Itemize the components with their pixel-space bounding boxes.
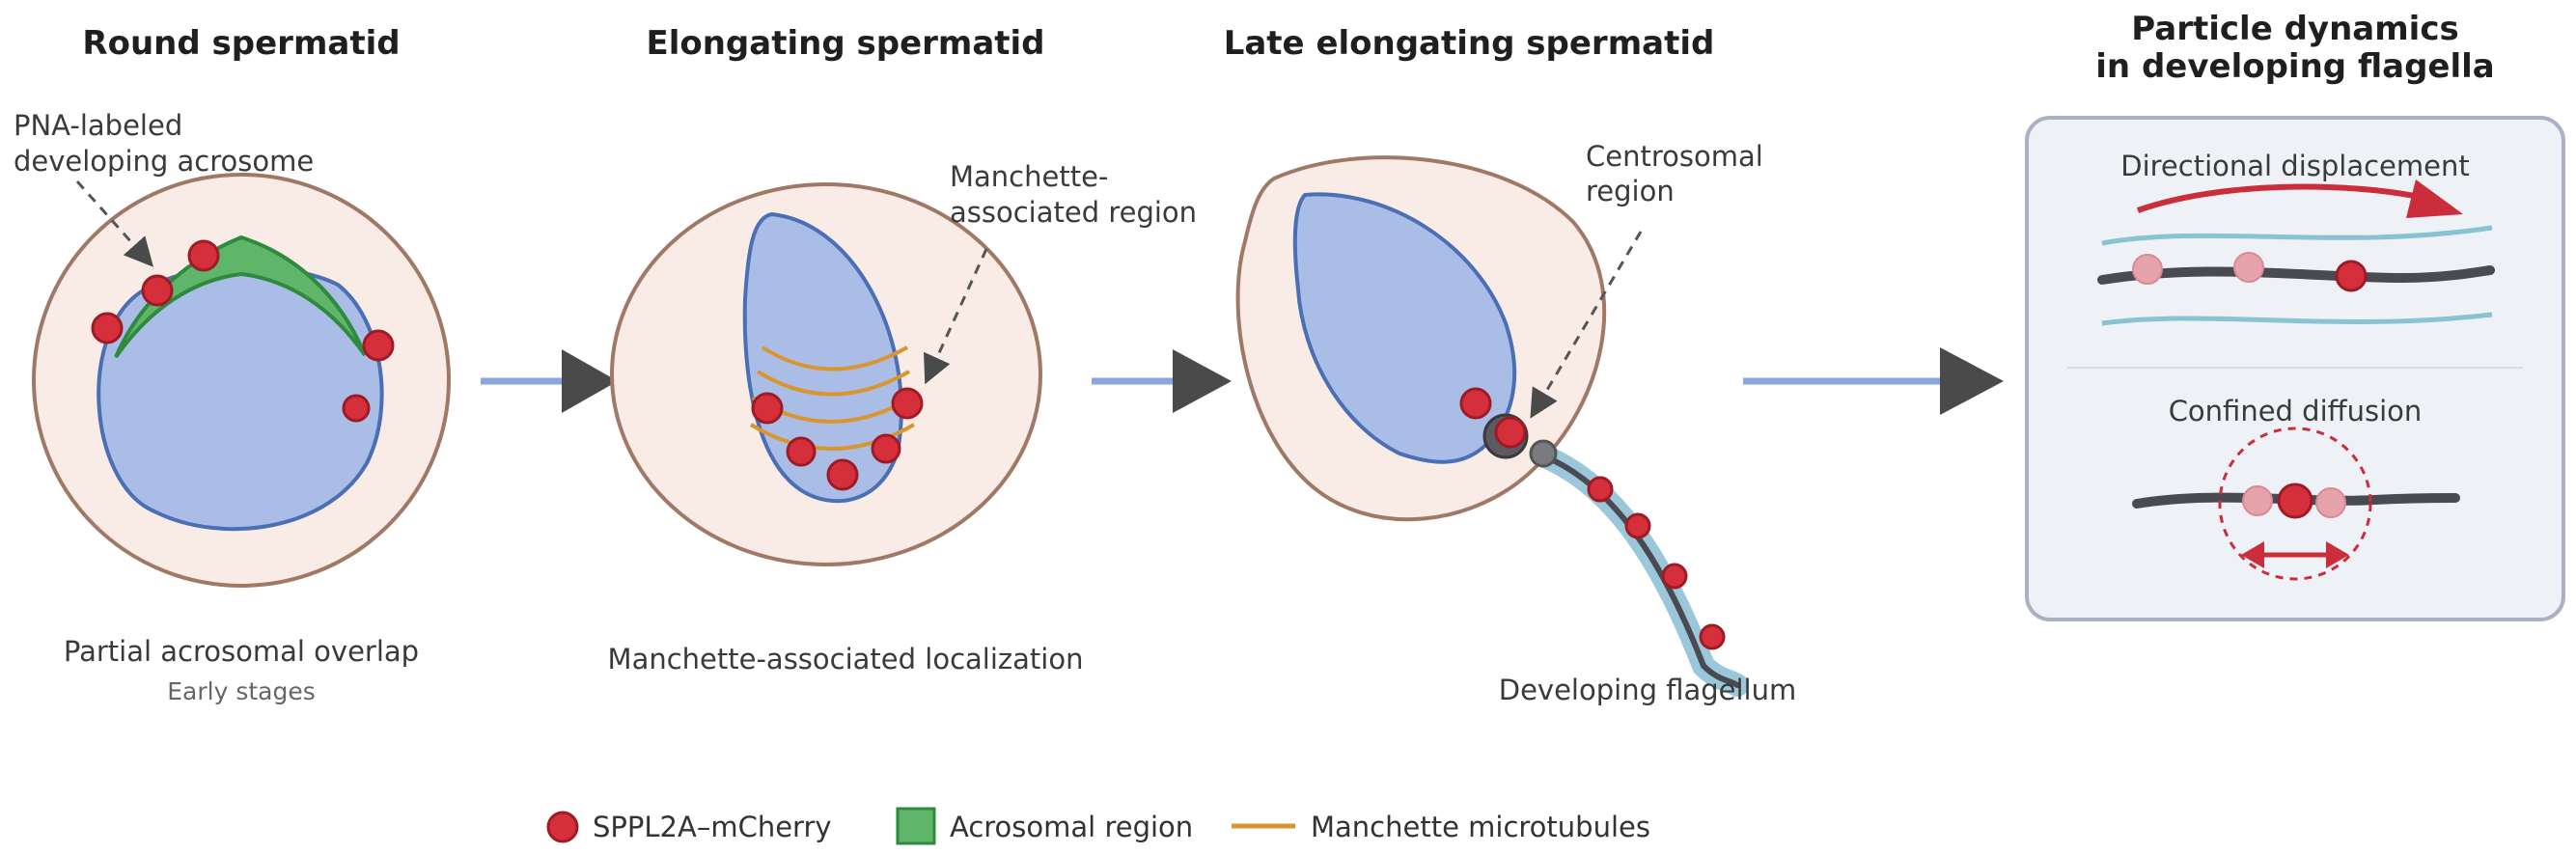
particle — [1587, 476, 1614, 503]
late-nucleus — [1292, 192, 1517, 464]
confined-diffusion-label: Confined diffusion — [2169, 395, 2423, 427]
particle — [141, 274, 174, 307]
legend-acrosome-label: Acrosomal region — [950, 811, 1193, 843]
particle — [362, 329, 395, 362]
particle-trace — [2242, 485, 2273, 516]
acrosome-callout-line1: PNA-labeled — [14, 109, 182, 142]
centrosomal-callout-line1: Centrosomal — [1586, 140, 1763, 173]
manchette-microtubule — [756, 370, 910, 397]
directional-arrow — [2137, 183, 2425, 213]
round-subcaption: Early stages — [167, 677, 316, 705]
bidirectional-arrow — [2241, 541, 2349, 568]
filament — [2101, 312, 2493, 326]
elongating-caption: Manchette-associated localization — [608, 643, 1084, 675]
legend-particle-label: SPPL2A–mCherry — [593, 811, 832, 843]
particle — [91, 312, 124, 344]
transition-arrow — [1743, 347, 2004, 415]
elongating-nucleus — [742, 211, 903, 504]
particle — [1459, 387, 1492, 420]
panel-round-spermatid: Round spermatid PNA-labeled developing a… — [14, 24, 451, 705]
legend-particle-icon — [546, 811, 579, 843]
acrosome-callout-line2: developing acrosome — [14, 145, 314, 178]
particle — [871, 433, 901, 464]
particle — [2335, 260, 2368, 292]
confinement-zone — [2218, 427, 2372, 581]
legend: SPPL2A–mCherry Acrosomal region Manchett… — [546, 807, 1650, 845]
particle — [342, 394, 371, 423]
flagellum-caption: Developing flagellum — [1499, 674, 1796, 706]
panel-particle-dynamics: Particle dynamics in developing flagella… — [2025, 10, 2565, 621]
acrosome-callout-arrow — [75, 180, 153, 267]
manchette-callout-line1: Manchette- — [950, 160, 1108, 193]
panel-late-elongating-spermatid: Late elongating spermatid Centrosomal re… — [1224, 24, 1797, 706]
particle — [2277, 482, 2313, 519]
particle — [1624, 512, 1651, 539]
particle-trace — [2233, 252, 2264, 283]
particle-trace — [2315, 487, 2346, 518]
developing-flagellum — [1529, 439, 1749, 697]
late-spermatid-title: Late elongating spermatid — [1224, 24, 1715, 63]
centrosomal-callout-arrow — [1530, 231, 1643, 419]
axoneme-track — [2132, 492, 2460, 509]
centrosomal-callout-line2: region — [1586, 175, 1675, 207]
elongating-spermatid-title: Elongating spermatid — [646, 24, 1044, 63]
directional-arrowhead — [2406, 179, 2463, 218]
round-caption: Partial acrosomal overlap — [64, 635, 419, 668]
flagellum-sheath — [1531, 444, 1749, 697]
particle — [1661, 563, 1688, 590]
manchette-microtubule — [749, 423, 915, 451]
filament — [2101, 225, 2493, 246]
round-particles — [91, 239, 395, 423]
particle — [786, 436, 817, 467]
manchette-callout-arrow — [924, 248, 988, 385]
transition-arrow — [481, 349, 618, 413]
directional-displacement-label: Directional displacement — [2120, 150, 2470, 182]
particle-trace — [2132, 254, 2163, 285]
dynamics-title-line1: Particle dynamics — [2131, 10, 2458, 48]
transition-arrow — [1092, 349, 1232, 413]
dynamics-title-line2: in developing flagella — [2095, 47, 2495, 86]
manchette-callout-line2: associated region — [950, 196, 1197, 229]
round-spermatid-title: Round spermatid — [82, 24, 400, 63]
basal-body — [1529, 439, 1558, 468]
particle — [1699, 623, 1726, 650]
particle — [891, 387, 924, 420]
particle — [187, 239, 220, 272]
particle — [751, 392, 784, 425]
panel-elongating-spermatid: Elongating spermatid Manchette- associat… — [608, 24, 1198, 675]
legend-manchette-label: Manchette microtubules — [1311, 811, 1650, 843]
legend-acrosome-swatch — [896, 807, 936, 845]
manchette-microtubule — [761, 345, 908, 372]
elongating-particles — [751, 387, 924, 491]
late-particles — [1459, 387, 1726, 650]
particle — [1494, 416, 1527, 449]
particle — [826, 458, 859, 491]
